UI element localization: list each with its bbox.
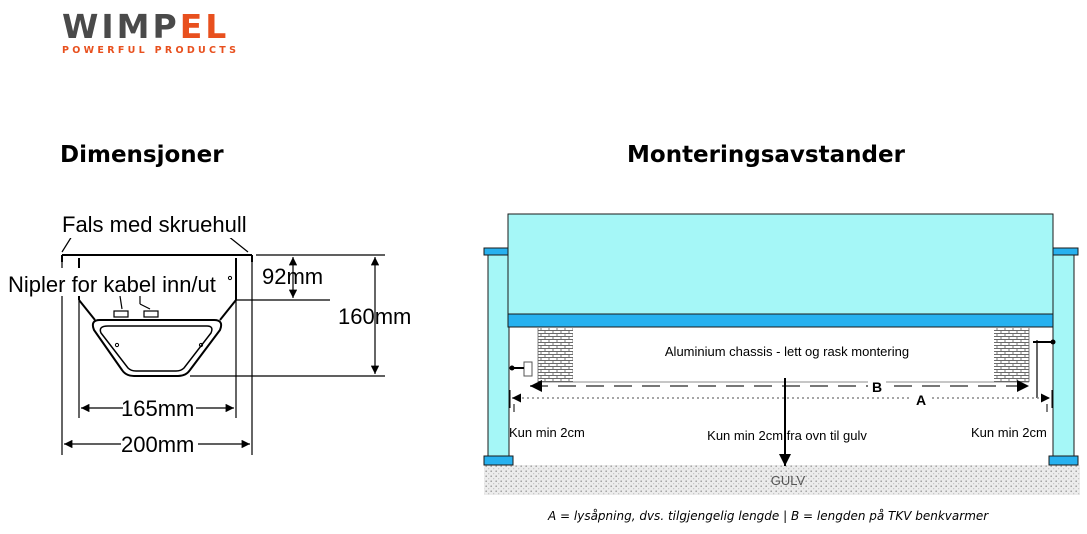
- wimpel-logo: WIMPEL POWERFUL PRODUCTS: [62, 10, 240, 57]
- flange-label-bg: [58, 208, 250, 238]
- depth-160-label: 160mm: [338, 304, 411, 329]
- logo-wordmark: WIMPEL: [62, 10, 239, 44]
- right-post: [1048, 247, 1079, 466]
- dimension-a-label: A: [916, 392, 926, 408]
- dimensions-heading: Dimensjoner: [60, 142, 224, 168]
- floor: [484, 465, 1080, 495]
- a-label-bg: [912, 391, 930, 407]
- legend-caption: A = lysåpning, dvs. tilgjengelig lengde …: [548, 509, 989, 523]
- logo-tagline: POWERFUL PRODUCTS: [62, 45, 240, 56]
- housing-outline: [61, 254, 253, 377]
- heater-element-right: [994, 328, 1029, 382]
- width-165-label: 165mm: [121, 396, 194, 421]
- left-mount-dot: [509, 365, 515, 371]
- right-mount-dot: [1050, 339, 1056, 345]
- bench-seat: [507, 213, 1054, 315]
- logo-word-suffix: EL: [179, 7, 230, 46]
- flange-label: Fals med skruehull: [62, 212, 247, 237]
- mounting-distances-heading: Monteringsavstander: [627, 142, 905, 168]
- screw-holes: [114, 275, 233, 348]
- dimension-b-label: B: [872, 379, 882, 395]
- heater-element-left: [538, 328, 573, 382]
- cable-nipples: [113, 310, 159, 318]
- b-label-bg: [868, 378, 886, 394]
- logo-word-prefix: WIMP: [62, 7, 180, 46]
- bench-rail: [507, 313, 1054, 328]
- nipples-label-bg: [5, 268, 221, 296]
- width-200-label: 200mm: [121, 432, 194, 457]
- mounting-diagram: Aluminium chassis - lett og rask monteri…: [483, 213, 1080, 495]
- floor-clearance-label: Kun min 2cm fra ovn til gulv: [707, 428, 867, 443]
- depth-92-label: 92mm: [262, 264, 323, 289]
- floor-label: GULV: [771, 473, 806, 488]
- nipples-label: Nipler for kabel inn/ut: [8, 272, 216, 297]
- leader-lines: [61, 235, 249, 310]
- chassis-label: Aluminium chassis - lett og rask monteri…: [665, 344, 909, 359]
- left-mount-bracket: [523, 361, 533, 377]
- left-clearance-label: Kun min 2cm: [509, 425, 585, 440]
- right-clearance-label: Kun min 2cm: [971, 425, 1047, 440]
- cross-section-diagram: Fals med skruehull Nipler for kabel inn/…: [5, 208, 411, 457]
